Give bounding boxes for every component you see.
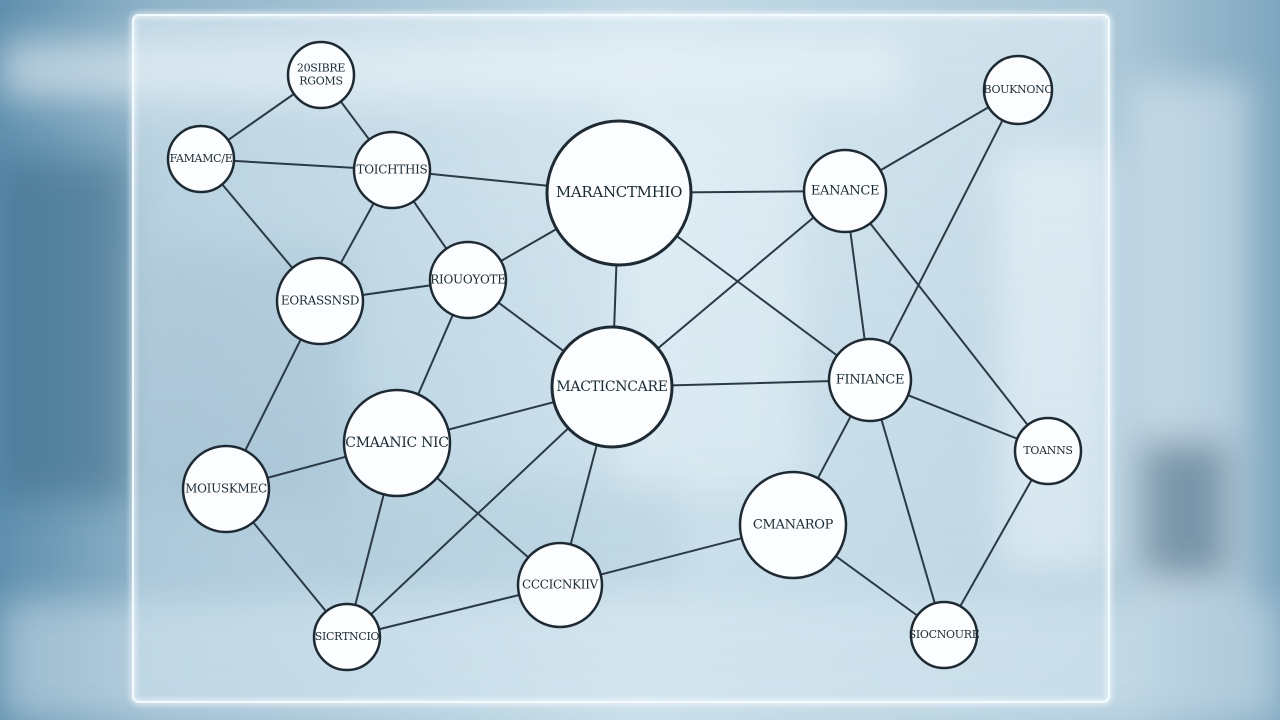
node-label: 20SIBRE [297, 62, 345, 75]
node-circle [1013, 416, 1083, 486]
node-n17[interactable]: SIOCNOURE [909, 600, 980, 670]
node-n11[interactable]: CMAANIC NIC [342, 388, 452, 498]
node-label: EANANCE [811, 184, 879, 199]
node-label: RGOMS [299, 74, 342, 87]
node-n2[interactable]: FAMAMC/E [166, 124, 236, 194]
node-label: EORASSNSD [281, 294, 359, 308]
node-label: MOIUSKMEC [185, 482, 267, 496]
node-label: BOUKNONC [983, 83, 1052, 96]
node-label: SICRTNCIO [315, 630, 380, 643]
node-circle [181, 444, 271, 534]
node-circle [286, 40, 356, 110]
node-circle [909, 600, 979, 670]
node-label: TOICHTHIS [357, 163, 428, 177]
node-n3[interactable]: TOICHTHIS [352, 130, 432, 210]
edge-n10-n17 [869, 379, 945, 636]
node-n10[interactable]: FINIANCE [827, 337, 913, 423]
node-circle [516, 541, 604, 629]
node-n9[interactable]: MACTICNCARE [550, 325, 674, 449]
node-circle [545, 119, 693, 267]
node-circle [352, 130, 432, 210]
node-circle [166, 124, 236, 194]
node-label: SIOCNOURE [909, 628, 980, 641]
node-label: MACTICNCARE [556, 379, 667, 395]
node-circle [275, 256, 365, 346]
node-circle [312, 602, 382, 672]
node-label: RIOUOYOTE [430, 273, 505, 287]
node-n16[interactable]: SICRTNCIO [312, 602, 382, 672]
node-n7[interactable]: EORASSNSD [275, 256, 365, 346]
edge-n6-n10 [869, 89, 1019, 381]
node-circle [827, 337, 913, 423]
edge-n13-n17 [943, 450, 1049, 636]
node-n8[interactable]: RIOUOYOTE [428, 240, 508, 320]
node-label: CMAANIC NIC [345, 435, 448, 451]
node-n13[interactable]: TOANNS [1013, 416, 1083, 486]
node-label: MARANCTMHIO [556, 183, 682, 201]
node-circle [550, 325, 674, 449]
node-circle [802, 148, 888, 234]
node-circle [428, 240, 508, 320]
node-n6[interactable]: BOUKNONC [982, 54, 1054, 126]
node-label: CCCICNKIIV [522, 578, 599, 592]
node-n14[interactable]: CMANAROP [738, 470, 848, 580]
node-label: CMANAROP [753, 518, 834, 533]
node-n5[interactable]: EANANCE [802, 148, 888, 234]
node-n4[interactable]: MARANCTMHIO [545, 119, 693, 267]
edge-n5-n13 [844, 190, 1049, 452]
node-circle [342, 388, 452, 498]
node-circle [982, 54, 1054, 126]
node-label: TOANNS [1023, 444, 1072, 457]
node-n12[interactable]: MOIUSKMEC [181, 444, 271, 534]
node-n15[interactable]: CCCICNKIIV [516, 541, 604, 629]
node-label: FAMAMC/E [170, 152, 233, 165]
node-label: FINIANCE [836, 373, 904, 388]
node-circle [738, 470, 848, 580]
